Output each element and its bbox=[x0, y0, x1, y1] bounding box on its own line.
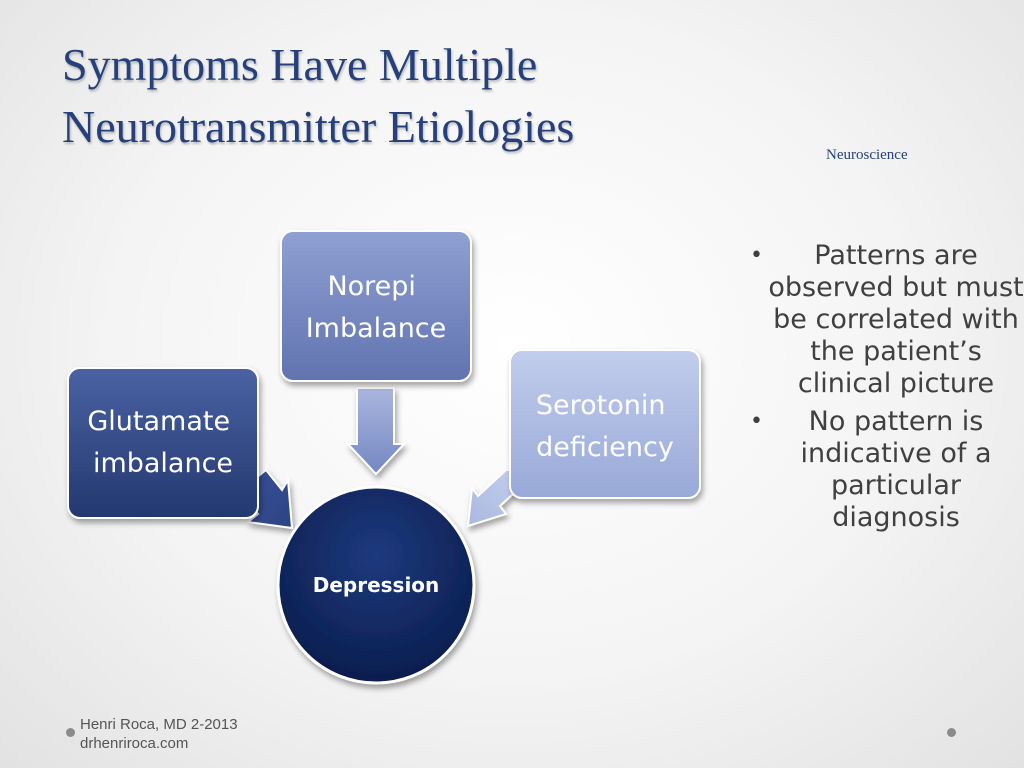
norepi-box-line-2: Imbalance bbox=[306, 313, 447, 344]
footer-author: Henri Roca, MD 2-2013 bbox=[80, 716, 238, 733]
serotonin-box-line-1: Serotonin bbox=[536, 390, 666, 421]
arrow-norepi-to-depression bbox=[345, 387, 407, 476]
bullet-item: • Patterns are observed but must be corr… bbox=[740, 240, 1024, 400]
corner-dot-left bbox=[66, 728, 75, 737]
bullet-list: • Patterns are observed but must be corr… bbox=[740, 240, 1024, 540]
bullet-text: Patterns are observed but must be correl… bbox=[768, 240, 1024, 399]
slide-title-line-1: Symptoms Have Multiple bbox=[62, 39, 538, 90]
norepi-box bbox=[280, 230, 472, 382]
footer: Henri Roca, MD 2-2013 drhenriroca.com bbox=[80, 715, 238, 753]
serotonin-box-line-2: deficiency bbox=[536, 432, 674, 463]
norepi-box-line-1: Norepi bbox=[327, 271, 415, 302]
bullet-text: No pattern is indicative of a particular… bbox=[800, 406, 992, 533]
corner-dot-right bbox=[947, 728, 956, 737]
glutamate-box-line-2: imbalance bbox=[93, 448, 233, 479]
depression-circle bbox=[276, 485, 476, 685]
footer-website: drhenriroca.com bbox=[80, 735, 189, 752]
bullet-item: • No pattern is indicative of a particul… bbox=[740, 406, 1024, 534]
glutamate-box-line-1: Glutamate bbox=[87, 406, 230, 437]
depression-label: Depression bbox=[313, 573, 440, 597]
serotonin-box-label: Serotonin deficiency bbox=[536, 390, 674, 463]
glutamate-box bbox=[67, 367, 259, 519]
slide-title-line-2: Neurotransmitter Etiologies bbox=[62, 101, 575, 152]
glutamate-box-label: Glutamate imbalance bbox=[87, 406, 238, 479]
norepi-box-label: Norepi Imbalance bbox=[306, 271, 447, 344]
slide-title: Symptoms Have Multiple Neurotransmitter … bbox=[62, 34, 762, 158]
bullet-glyph: • bbox=[750, 409, 763, 434]
serotonin-box bbox=[509, 349, 701, 499]
bullet-glyph: • bbox=[750, 243, 763, 268]
subtag-label: Neuroscience bbox=[826, 147, 908, 163]
